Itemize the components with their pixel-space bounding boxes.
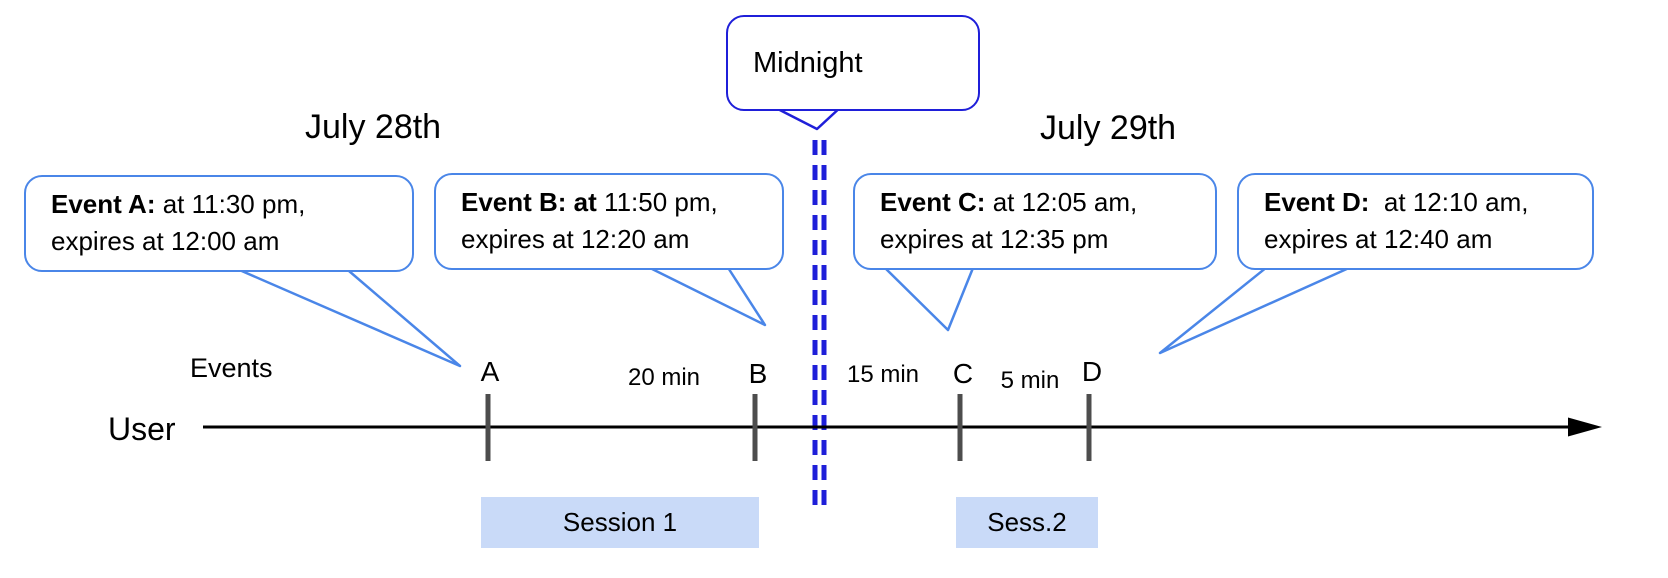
callout-c-tail <box>879 262 977 332</box>
event-b-text: Event B: at 11:50 pm, expires at 12:20 am <box>436 175 782 258</box>
callout-b-tail <box>639 261 767 327</box>
event-b-callout: Event B: at 11:50 pm, expires at 12:20 am <box>434 173 784 270</box>
event-d-title: Event D: <box>1264 187 1370 217</box>
interval-15min-label: 15 min <box>846 361 920 388</box>
event-a-text: Event A: at 11:30 pm, expires at 12:00 am <box>26 177 412 260</box>
session-2-label: Sess.2 <box>987 507 1067 537</box>
callout-d-tail <box>1158 261 1361 355</box>
event-b-title: Event B: at <box>461 187 597 217</box>
interval-20min-label: 20 min <box>627 364 701 391</box>
tick-label-a: A <box>480 356 500 387</box>
event-d-callout: Event D: at 12:10 am, expires at 12:40 am <box>1237 173 1594 270</box>
event-a-callout: Event A: at 11:30 pm, expires at 12:00 am <box>24 175 414 272</box>
event-c-time: at 12:05 am, <box>985 187 1138 217</box>
tick-label-d: D <box>1081 356 1103 387</box>
session-1-label: Session 1 <box>562 507 678 537</box>
event-a-time: at 11:30 pm, <box>155 189 306 219</box>
event-c-text: Event C: at 12:05 am, expires at 12:35 pm <box>855 175 1215 258</box>
user-axis-label: User <box>108 411 176 447</box>
event-c-title: Event C: <box>880 187 986 217</box>
events-axis-label: Events <box>190 353 273 383</box>
tick-label-b: B <box>748 358 768 389</box>
date-heading-july-29: July 29th <box>1040 109 1177 147</box>
midnight-label: Midnight <box>753 46 863 79</box>
event-a-title: Event A: <box>51 189 156 219</box>
event-d-time: at 12:10 am, <box>1369 187 1529 217</box>
callout-a-tail <box>227 263 462 368</box>
session-2-box: Sess.2 <box>956 497 1098 548</box>
midnight-callout-tail <box>769 103 844 131</box>
event-c-callout: Event C: at 12:05 am, expires at 12:35 pm <box>853 173 1217 270</box>
event-b-time: 11:50 pm, <box>596 187 718 217</box>
event-d-text: Event D: at 12:10 am, expires at 12:40 am <box>1239 175 1592 258</box>
event-b-expiry: expires at 12:20 am <box>461 224 690 254</box>
date-heading-july-28: July 28th <box>305 108 442 146</box>
event-d-expiry: expires at 12:40 am <box>1264 224 1493 254</box>
timeline-arrowhead-icon <box>1568 417 1602 437</box>
session-1-box: Session 1 <box>481 497 759 548</box>
midnight-callout: Midnight <box>726 15 980 111</box>
event-c-expiry: expires at 12:35 pm <box>880 224 1109 254</box>
event-a-expiry: expires at 12:00 am <box>51 226 280 256</box>
interval-5min-label: 5 min <box>1000 367 1060 394</box>
tick-label-c: C <box>952 358 974 389</box>
